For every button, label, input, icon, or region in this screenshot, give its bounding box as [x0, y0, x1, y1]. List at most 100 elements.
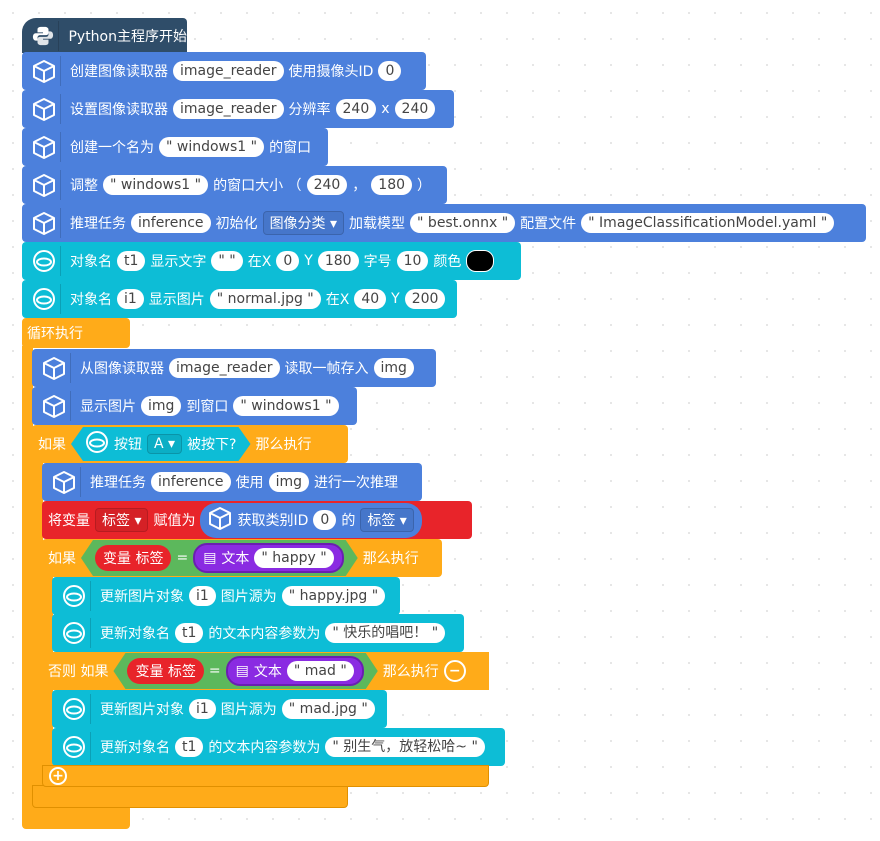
label: 循环执行	[27, 326, 83, 342]
camera-id-field[interactable]: 0	[378, 61, 402, 81]
button-dropdown[interactable]: A ▾	[147, 434, 182, 454]
label: 的文本内容参数为	[208, 626, 321, 642]
x-field[interactable]: 40	[354, 289, 387, 309]
text-content-field[interactable]: " 快乐的唱吧！ "	[325, 623, 446, 643]
python-main-start-block[interactable]: Python主程序开始	[22, 18, 187, 53]
label: 更新对象名	[100, 626, 170, 642]
image-source-field[interactable]: " happy.jpg "	[281, 586, 386, 606]
height-field[interactable]: 240	[394, 99, 436, 119]
label: 创建一个名为	[70, 140, 154, 156]
width-field[interactable]: 240	[306, 175, 348, 195]
text-icon: ▤	[235, 663, 249, 679]
y-field[interactable]: 200	[404, 289, 446, 309]
config-field[interactable]: " ImageClassificationModel.yaml "	[581, 213, 835, 233]
ring-icon	[28, 246, 61, 276]
y-field[interactable]: 180	[317, 251, 359, 271]
label: 变量 标签	[103, 551, 164, 567]
add-branch-icon[interactable]: +	[49, 767, 67, 785]
reader-name-field[interactable]: image_reader	[169, 358, 280, 378]
else-if-mad-section[interactable]: 否则 如果 变量 标签=▤文本" mad " 那么执行 −	[42, 652, 489, 690]
window-name-field[interactable]: " windows1 "	[233, 396, 339, 416]
forever-loop-block[interactable]: 循环执行	[22, 318, 130, 348]
object-name-field[interactable]: t1	[175, 623, 204, 643]
variable-getter[interactable]: 变量 标签	[127, 658, 203, 684]
label: ）	[417, 178, 432, 194]
object-name-field[interactable]: i1	[189, 586, 216, 606]
cube-icon	[28, 56, 61, 86]
window-name-field[interactable]: " windows1 "	[103, 175, 209, 195]
text-block[interactable]: ▤文本" mad "	[226, 656, 364, 686]
image-source-field[interactable]: " mad.jpg "	[281, 699, 375, 719]
task-name-field[interactable]: inference	[131, 213, 211, 233]
dropdown-value: 图像分类	[269, 216, 326, 232]
label: 的窗口	[269, 140, 312, 156]
task-name-field[interactable]: inference	[151, 472, 231, 492]
image-var-field[interactable]: img	[141, 396, 182, 416]
task-type-dropdown[interactable]: 图像分类 ▾	[262, 211, 345, 235]
if-arm	[32, 460, 43, 787]
text-block[interactable]: ▤文本" happy "	[193, 543, 344, 573]
result-dropdown[interactable]: 标签 ▾	[360, 508, 414, 532]
object-name-field[interactable]: i1	[117, 289, 144, 309]
model-field[interactable]: " best.onnx "	[410, 213, 516, 233]
label: 调整	[70, 178, 98, 194]
object-name-field[interactable]: i1	[189, 699, 216, 719]
equals-sign: =	[208, 663, 221, 679]
variable-dropdown[interactable]: 标签 ▾	[95, 508, 149, 532]
label: 进行一次推理	[313, 475, 398, 491]
reader-name-field[interactable]: image_reader	[173, 99, 284, 119]
label: 那么执行	[255, 437, 312, 453]
text-content-field[interactable]: " 别生气，放轻松哈~ "	[325, 737, 485, 757]
remove-branch-icon[interactable]: −	[443, 660, 466, 682]
x-field[interactable]: 0	[276, 251, 300, 271]
cube-icon	[208, 506, 232, 535]
height-field[interactable]: 180	[371, 175, 413, 195]
label: 获取类别ID	[237, 513, 309, 529]
object-name-field[interactable]: t1	[175, 737, 204, 757]
ring-icon	[28, 284, 61, 314]
text-value-field[interactable]: " mad "	[287, 661, 354, 681]
loop-bottom	[22, 806, 130, 829]
image-var-field[interactable]: img	[268, 472, 309, 492]
color-swatch[interactable]	[466, 250, 495, 272]
variable-getter[interactable]: 变量 标签	[95, 545, 171, 571]
reader-name-field[interactable]: image_reader	[173, 61, 284, 81]
python-icon	[28, 20, 60, 51]
label: 显示图片	[148, 292, 205, 308]
label: 文本	[221, 551, 250, 567]
create-window-block[interactable]: 创建一个名为 " windows1 "的窗口	[22, 128, 328, 166]
if-happy-block[interactable]: 如果 变量 标签=▤文本" happy " 那么执行	[42, 539, 442, 577]
width-field[interactable]: 240	[335, 99, 377, 119]
label: 那么执行	[362, 551, 419, 567]
text-field[interactable]: " "	[211, 251, 243, 271]
ring-icon	[58, 732, 91, 762]
object-name-field[interactable]: t1	[117, 251, 146, 271]
compare-condition[interactable]: 变量 标签=▤文本" happy "	[81, 540, 358, 576]
text-value-field[interactable]: " happy "	[254, 548, 333, 568]
variable-field[interactable]: img	[373, 358, 414, 378]
window-name-field[interactable]: " windows1 "	[159, 137, 265, 157]
index-field[interactable]: 0	[313, 510, 337, 530]
compare-condition[interactable]: 变量 标签 = ▤文本" mad "	[113, 653, 377, 689]
label: 读取一帧存入	[284, 361, 369, 377]
cube-icon	[38, 353, 71, 383]
image-field[interactable]: " normal.jpg "	[209, 289, 321, 309]
font-size-field[interactable]: 10	[396, 251, 429, 271]
resize-window-block[interactable]: 调整" windows1 "的窗口大小 （240，180）	[22, 166, 447, 204]
